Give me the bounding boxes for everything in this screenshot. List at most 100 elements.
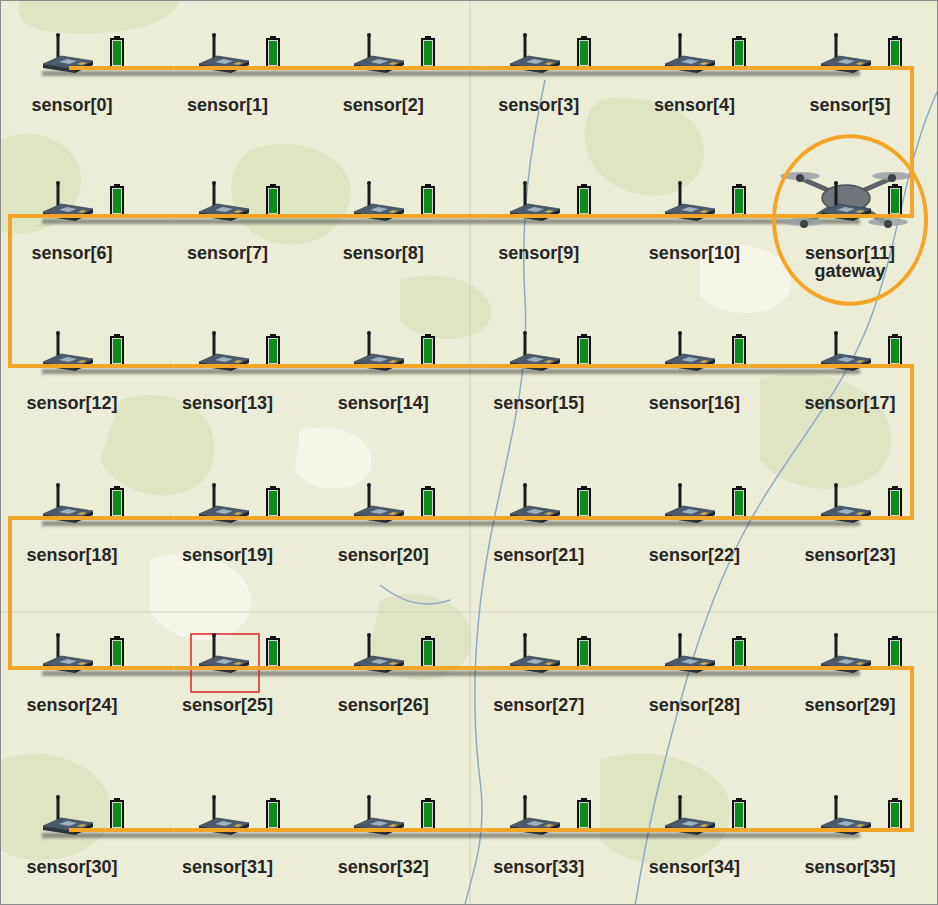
battery-case xyxy=(266,488,280,518)
antenna-tip xyxy=(523,633,527,637)
battery-level xyxy=(424,803,433,828)
battery-cap xyxy=(581,184,587,186)
board-chip xyxy=(388,662,398,665)
battery-case xyxy=(421,336,435,366)
flight-path xyxy=(437,214,485,218)
battery-case xyxy=(110,638,124,668)
antenna xyxy=(57,183,60,208)
sensor-icon xyxy=(640,632,748,676)
sensor-node: sensor[35] xyxy=(796,794,904,880)
flight-path xyxy=(748,666,796,670)
battery-case xyxy=(577,638,591,668)
board-chip xyxy=(837,509,855,514)
sensor-label: sensor[32] xyxy=(338,858,429,876)
path-segment xyxy=(174,364,282,368)
sensor-label: sensor[34] xyxy=(649,858,740,876)
battery-cap xyxy=(736,184,742,186)
board-chip xyxy=(837,659,855,664)
label-stack: sensor[0] xyxy=(18,96,126,114)
sensor-icon xyxy=(329,330,437,374)
label-stack: sensor[30] xyxy=(18,858,126,876)
board-chip xyxy=(699,512,709,515)
gateway-highlight xyxy=(774,136,926,304)
river-line xyxy=(380,585,450,604)
rivers xyxy=(380,80,938,905)
antenna xyxy=(368,183,371,208)
row-shadows xyxy=(42,71,860,838)
antenna xyxy=(368,797,371,822)
sensor-label: sensor[19] xyxy=(182,546,273,564)
battery-level xyxy=(579,339,588,364)
battery-case xyxy=(421,800,435,830)
sensor-icon xyxy=(485,632,593,676)
river-line xyxy=(465,80,545,905)
sensor-node: sensor[25] xyxy=(174,632,282,718)
battery-level xyxy=(735,491,744,516)
antenna xyxy=(523,183,526,208)
sensor-node: sensor[11]gateway xyxy=(796,180,904,284)
antenna-tip xyxy=(212,331,216,335)
battery-cap xyxy=(270,486,276,488)
sensor-node: sensor[16] xyxy=(640,330,748,416)
battery-cap xyxy=(581,636,587,638)
board-chip xyxy=(233,360,243,363)
sensor-label: sensor[25] xyxy=(182,696,273,714)
board-chip xyxy=(855,662,865,665)
flight-path xyxy=(282,516,330,520)
battery-cap xyxy=(425,36,431,38)
sensor-label: sensor[11] xyxy=(805,244,895,262)
flight-path xyxy=(10,216,18,366)
battery-level xyxy=(891,339,900,364)
battery-level xyxy=(268,803,277,828)
flight-path xyxy=(126,66,174,70)
sensor-icon xyxy=(796,32,904,76)
board-chip xyxy=(681,509,699,514)
battery-level xyxy=(268,641,277,666)
antenna-tip xyxy=(523,181,527,185)
path-segment xyxy=(796,364,904,368)
board-chip xyxy=(837,821,855,826)
board-chip xyxy=(59,207,77,212)
sensor-node: sensor[12] xyxy=(18,330,126,416)
battery-cap xyxy=(114,798,120,800)
battery-case xyxy=(888,638,902,668)
sensor-icon xyxy=(796,330,904,374)
sensor-node: sensor[30] xyxy=(18,794,126,880)
flight-path xyxy=(126,214,174,218)
board-chip xyxy=(233,512,243,515)
sensor-node: sensor[13] xyxy=(174,330,282,416)
battery-case xyxy=(732,800,746,830)
path-segment xyxy=(174,666,282,670)
sensor-icon xyxy=(329,794,437,838)
role-label: gateway xyxy=(814,262,885,280)
battery-level xyxy=(891,641,900,666)
board-chip xyxy=(526,59,544,64)
battery-case xyxy=(110,800,124,830)
label-stack: sensor[10] xyxy=(640,244,748,262)
antenna xyxy=(523,35,526,60)
antenna xyxy=(523,797,526,822)
antenna-tip xyxy=(367,795,371,799)
antenna xyxy=(212,183,215,208)
antenna-tip xyxy=(212,795,216,799)
battery-level xyxy=(735,41,744,66)
battery-level xyxy=(424,339,433,364)
path-segment xyxy=(640,66,748,70)
sensor-icon xyxy=(640,482,748,526)
flight-path xyxy=(126,364,174,368)
battery-level xyxy=(268,189,277,214)
sensor-icon xyxy=(485,32,593,76)
board-chip xyxy=(681,357,699,362)
battery-level xyxy=(579,803,588,828)
battery-level xyxy=(891,803,900,828)
battery-cap xyxy=(114,486,120,488)
sensor-icon xyxy=(485,180,593,224)
sensor-node: sensor[9] xyxy=(485,180,593,266)
path-segment xyxy=(329,66,437,70)
sensor-label: sensor[13] xyxy=(182,394,273,412)
battery-cap xyxy=(270,36,276,38)
flight-path xyxy=(748,214,796,218)
path-segment xyxy=(796,214,904,218)
sensor-label: sensor[3] xyxy=(498,96,579,114)
sensor-icon xyxy=(174,330,282,374)
